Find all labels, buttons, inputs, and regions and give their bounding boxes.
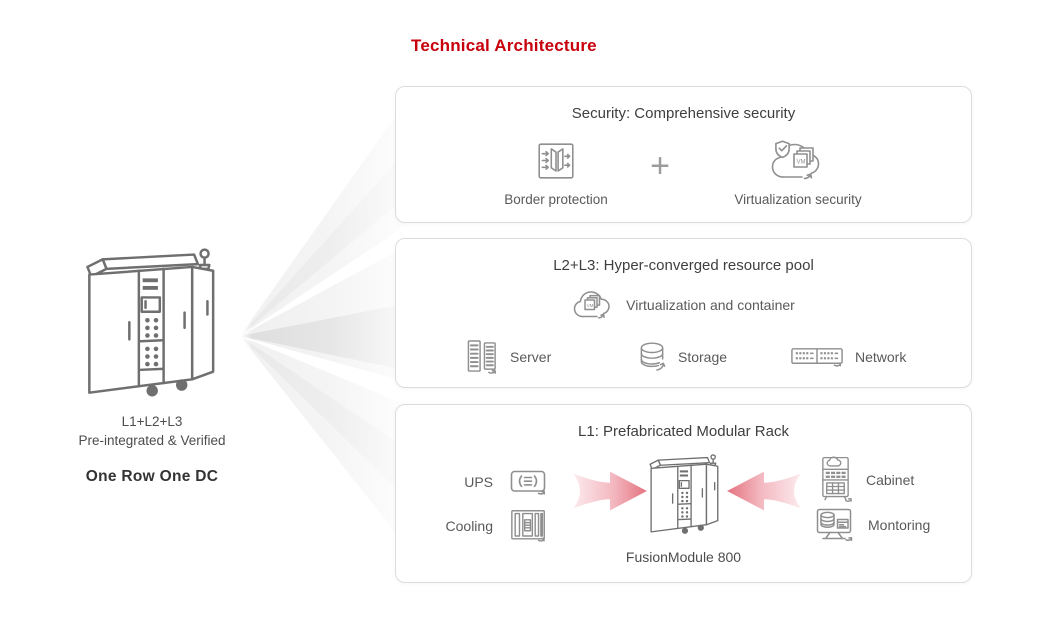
modular-dc-rack-illustration xyxy=(79,246,233,406)
svg-text:VM: VM xyxy=(587,303,594,308)
server-item: Server xyxy=(466,337,551,377)
cooling-icon xyxy=(509,507,549,544)
storage-icon xyxy=(638,340,667,375)
storage-label: Storage xyxy=(678,349,728,365)
border-protection-icon xyxy=(535,137,577,185)
cooling-item: Cooling xyxy=(418,507,549,544)
border-protection-label: Border protection xyxy=(504,192,608,207)
left-caption-line2: Pre-integrated & Verified xyxy=(78,433,226,448)
monitoring-item: Montoring xyxy=(815,507,930,543)
fusionmodule-rack-illustration xyxy=(646,452,728,540)
arrow-right-icon xyxy=(573,471,647,511)
cabinet-item: Cabinet xyxy=(818,455,914,504)
svg-text:VM: VM xyxy=(797,159,806,165)
ups-label: UPS xyxy=(464,474,493,490)
server-label: Server xyxy=(510,349,552,365)
page-title: Technical Architecture xyxy=(411,36,597,55)
panel-modular-rack: L1: Prefabricated Modular Rack UPS Cooli… xyxy=(395,404,972,583)
rack-heading: L1: Prefabricated Modular Rack xyxy=(578,423,789,440)
storage-item: Storage xyxy=(638,337,727,377)
cloud-virtualization-icon: VM xyxy=(572,289,616,321)
left-figure-captions: L1+L2+L3 Pre-integrated & Verified One R… xyxy=(32,412,272,486)
server-icon xyxy=(466,338,499,376)
fusionmodule-label: FusionModule 800 xyxy=(625,549,742,565)
network-label: Network xyxy=(855,349,907,365)
ups-item: UPS xyxy=(418,467,549,497)
cooling-label: Cooling xyxy=(445,517,493,534)
panel-security: Security: Comprehensive security xyxy=(395,86,972,223)
security-heading: Security: Comprehensive security xyxy=(571,105,796,122)
plus-icon: + xyxy=(650,147,670,185)
light-rays xyxy=(240,90,414,556)
monitoring-icon xyxy=(815,507,855,543)
cabinet-label: Cabinet xyxy=(866,471,915,488)
cabinet-icon xyxy=(818,455,853,504)
border-protection-item: Border protection xyxy=(471,137,641,207)
panel-resource-pool: L2+L3: Hyper-converged resource pool VM … xyxy=(395,238,972,388)
arrow-left-icon xyxy=(727,471,801,511)
virtualization-security-label: Virtualization security xyxy=(734,192,862,207)
network-icon xyxy=(790,344,844,370)
ups-icon xyxy=(509,467,549,497)
virtualization-container-row: VM Virtualization and container xyxy=(396,289,971,321)
virtualization-security-item: VM Virtualization security xyxy=(713,137,883,207)
left-figure-tagline: One Row One DC xyxy=(85,468,219,485)
left-caption-line1: L1+L2+L3 xyxy=(121,414,183,429)
resource-heading: L2+L3: Hyper-converged resource pool xyxy=(553,257,814,274)
virtualization-security-icon: VM xyxy=(769,137,827,185)
network-item: Network xyxy=(790,337,906,377)
cloud-virtualization-label: Virtualization and container xyxy=(626,297,795,313)
monitoring-label: Montoring xyxy=(868,517,931,533)
